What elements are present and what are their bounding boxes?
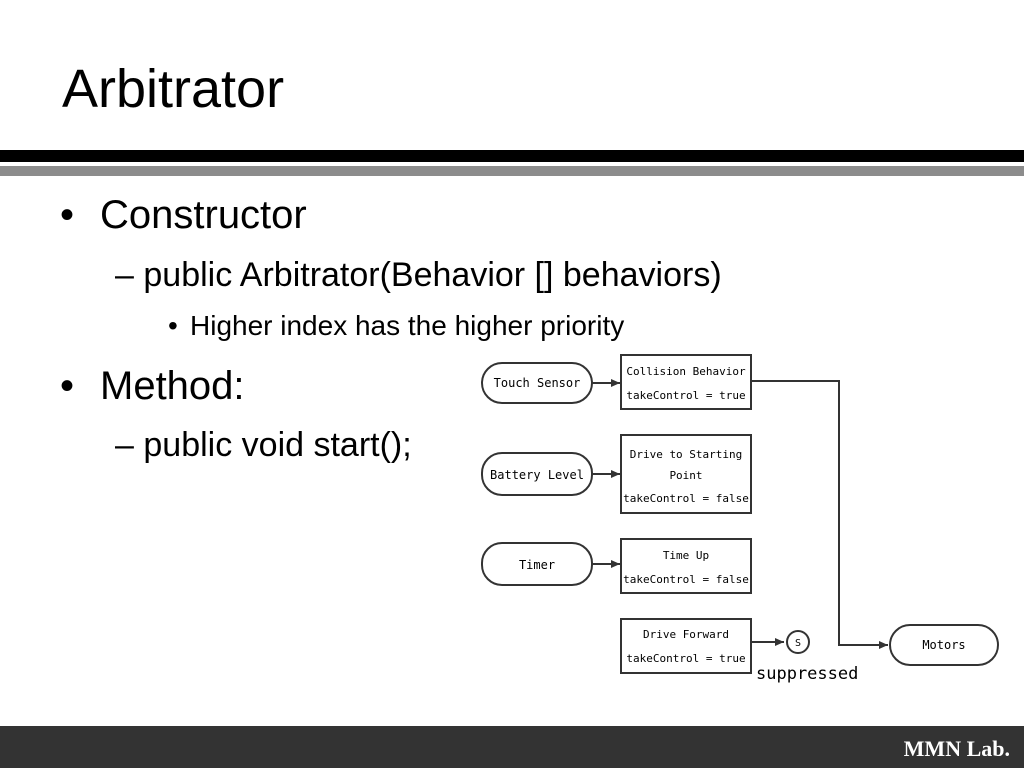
suppressor-symbol: S (795, 638, 801, 649)
bullet-method: • Method: (60, 366, 245, 406)
behavior-box (620, 538, 752, 594)
behavior-line: takeControl = true (626, 652, 745, 665)
bullet-text: Constructor (100, 193, 307, 237)
arbitrator-diagram: Touch Sensor Battery Level Timer Collisi… (481, 354, 999, 684)
bullet-constructor: • Constructor (60, 195, 307, 235)
behavior-line: Drive Forward (643, 628, 729, 641)
bullet-marker: • (60, 193, 75, 237)
footer-bar: MMN Lab. (0, 726, 1024, 768)
bullet-text: Higher index has the higher priority (190, 310, 625, 341)
bullet-marker: – (115, 426, 134, 464)
suppressor-node (786, 630, 810, 654)
behavior-box (620, 434, 752, 514)
title-rule-gray (0, 166, 1024, 176)
behavior-box (620, 618, 752, 674)
bullet-constructor-signature: – public Arbitrator(Behavior [] behavior… (115, 258, 722, 292)
bullet-marker: • (168, 310, 178, 341)
bullet-method-signature: – public void start(); (115, 428, 412, 462)
behavior-line: Point (669, 469, 702, 482)
sensor-label: Battery Level (490, 468, 584, 482)
behavior-line: takeControl = false (623, 492, 749, 505)
sensor-label: Touch Sensor (494, 376, 581, 390)
motors-node (889, 624, 999, 666)
slide-title: Arbitrator (62, 59, 285, 119)
behavior-line: Collision Behavior (626, 365, 746, 378)
bullet-marker: • (60, 364, 75, 408)
behavior-line: Drive to Starting (630, 448, 743, 461)
priority-connector (751, 380, 888, 649)
bullet-priority-note: • Higher index has the higher priority (168, 312, 624, 340)
bullet-text: public void start(); (143, 426, 412, 464)
bullet-text: public Arbitrator(Behavior [] behaviors) (143, 256, 722, 294)
sensor-label: Timer (519, 558, 555, 572)
behavior-line: takeControl = false (623, 573, 749, 586)
suppressed-label: suppressed (756, 664, 858, 684)
bullet-marker: – (115, 256, 134, 294)
behavior-line: takeControl = true (626, 389, 745, 402)
motors-label: Motors (922, 638, 965, 652)
footer-lab-name: MMN Lab. (903, 736, 1010, 761)
title-rule-black (0, 150, 1024, 162)
bullet-text: Method: (100, 364, 245, 408)
behavior-line: Time Up (663, 549, 709, 562)
